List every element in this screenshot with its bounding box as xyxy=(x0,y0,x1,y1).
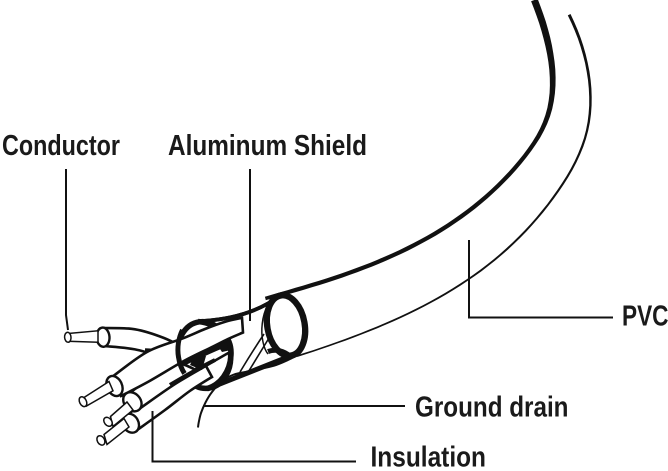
svg-text:Aluminum Shield: Aluminum Shield xyxy=(168,130,367,162)
svg-text:PVC: PVC xyxy=(622,301,668,333)
svg-text:Conductor: Conductor xyxy=(2,130,120,162)
svg-text:Ground drain: Ground drain xyxy=(415,392,569,424)
svg-text:Insulation: Insulation xyxy=(371,442,487,471)
